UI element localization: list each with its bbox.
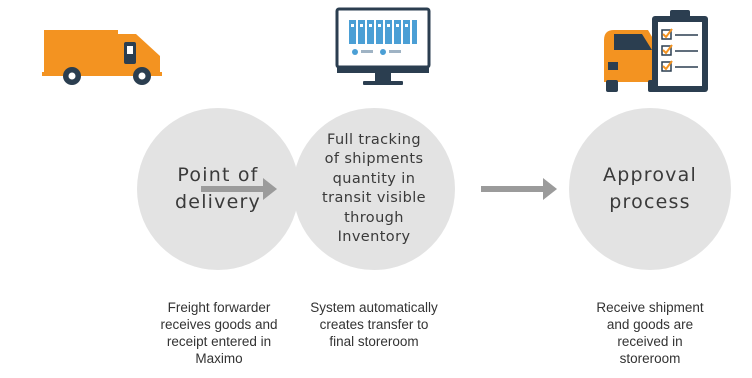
step-circle-approval-process: Approval process xyxy=(569,108,731,270)
step-caption: System automatically creates transfer to… xyxy=(310,300,438,349)
arrow-right-icon xyxy=(481,178,557,200)
truck-checklist-icon xyxy=(604,10,708,92)
step-title: Point of delivery xyxy=(175,164,261,213)
delivery-van-icon xyxy=(42,30,162,85)
step-title: Full tracking of shipments quantity in t… xyxy=(322,131,426,246)
arrow-right-icon xyxy=(201,178,277,200)
step-circle-full-tracking: Full tracking of shipments quantity in t… xyxy=(293,108,455,270)
step-caption: Receive shipment and goods are received … xyxy=(596,300,704,366)
computer-monitor-icon xyxy=(335,7,431,85)
step-title: Approval process xyxy=(603,164,697,213)
step-caption: Freight forwarder receives goods and rec… xyxy=(160,300,278,366)
